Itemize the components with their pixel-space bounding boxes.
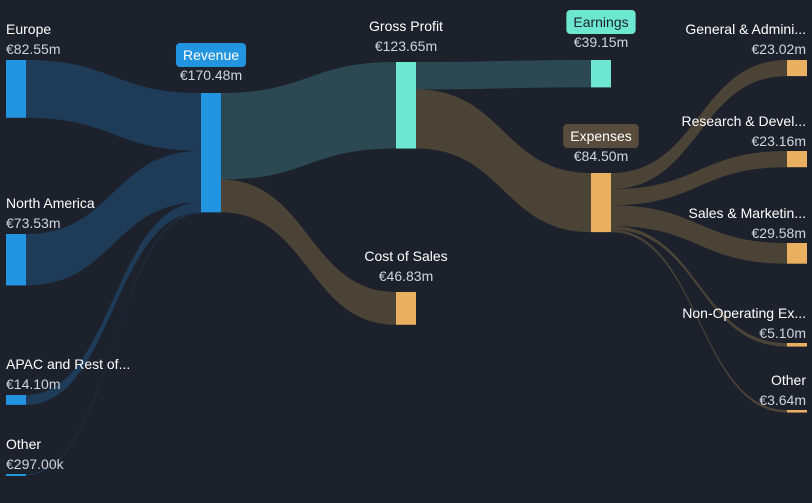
link-gross_profit-to-earnings[interactable] [416,60,591,90]
sankey-links [26,60,787,475]
label-expenses: Expenses [570,128,631,144]
value-gross_profit: €123.65m [375,38,437,54]
node-apac[interactable] [6,395,26,405]
label-north_america: North America [6,195,95,211]
link-expenses-to-r_and_d[interactable] [611,151,787,206]
value-earnings: €39.15m [574,34,628,50]
node-earnings[interactable] [591,60,611,88]
link-apac-to-revenue[interactable] [26,202,201,405]
node-north_america[interactable] [6,234,26,286]
label-revenue: Revenue [183,47,239,63]
link-europe-to-revenue[interactable] [26,60,201,151]
badge-earnings [566,10,636,34]
value-non_operating: €5.10m [759,325,806,341]
node-other_expense[interactable] [787,410,807,413]
link-revenue-to-gross_profit[interactable] [221,62,396,180]
node-non_operating[interactable] [787,343,807,347]
value-other_expense: €3.64m [759,392,806,408]
link-revenue-to-cost_of_sales[interactable] [221,179,396,325]
link-north_america-to-revenue[interactable] [26,150,201,286]
badge-revenue [175,43,247,67]
value-cost_of_sales: €46.83m [379,268,433,284]
link-gross_profit-to-expenses[interactable] [416,89,591,233]
label-apac: APAC and Rest of... [6,356,130,372]
link-other_region-to-revenue[interactable] [26,212,201,475]
label-r_and_d: Research & Devel... [682,113,807,129]
badge-expenses [563,124,639,148]
link-expenses-to-s_and_m[interactable] [611,205,787,264]
node-s_and_m[interactable] [787,243,807,264]
value-apac: €14.10m [6,376,60,392]
label-g_and_a: General & Admini... [685,21,806,37]
link-expenses-to-g_and_a[interactable] [611,60,787,190]
label-other_region: Other [6,436,41,452]
node-revenue[interactable] [201,93,221,213]
link-expenses-to-other_expense[interactable] [611,229,787,413]
label-earnings: Earnings [573,14,628,30]
node-r_and_d[interactable] [787,151,807,168]
node-other_region[interactable] [6,474,26,476]
value-europe: €82.55m [6,41,60,57]
value-north_america: €73.53m [6,215,60,231]
value-revenue: €170.48m [180,67,242,83]
node-europe[interactable] [6,60,26,118]
value-r_and_d: €23.16m [752,133,806,149]
node-cost_of_sales[interactable] [396,292,416,325]
node-expenses[interactable] [591,173,611,233]
value-s_and_m: €29.58m [752,225,806,241]
label-gross_profit: Gross Profit [369,18,443,34]
value-other_region: €297.00k [6,456,65,472]
label-cost_of_sales: Cost of Sales [364,248,447,264]
node-gross_profit[interactable] [396,62,416,149]
value-expenses: €84.50m [574,148,628,164]
sankey-nodes [6,60,807,476]
label-europe: Europe [6,21,51,37]
label-s_and_m: Sales & Marketin... [689,205,807,221]
link-expenses-to-non_operating[interactable] [611,226,787,347]
value-g_and_a: €23.02m [752,41,806,57]
label-non_operating: Non-Operating Ex... [682,305,806,321]
label-other_expense: Other [771,372,806,388]
node-g_and_a[interactable] [787,60,807,77]
